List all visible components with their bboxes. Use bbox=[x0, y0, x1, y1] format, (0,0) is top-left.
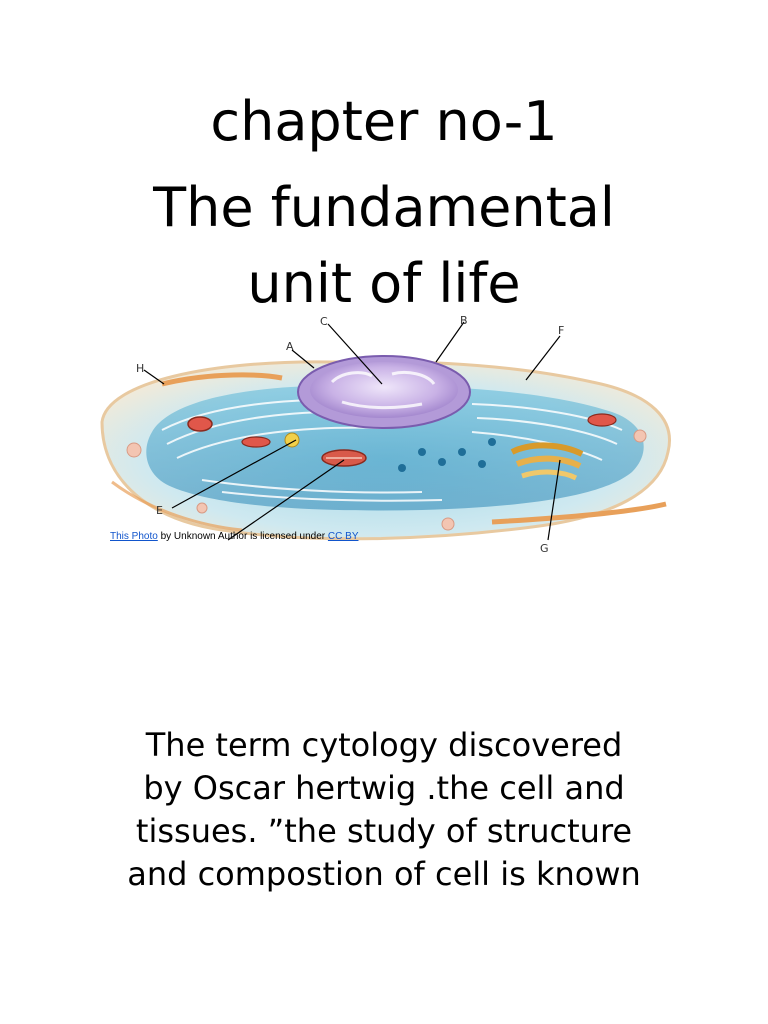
cytoskeleton-fiber-h bbox=[161, 372, 283, 387]
animal-cell-illustration: A B C E F G H bbox=[92, 312, 676, 560]
credit-text: by Unknown Author is licensed under bbox=[157, 531, 328, 542]
label-c: C bbox=[320, 315, 328, 328]
chapter-heading: chapter no-1 bbox=[210, 90, 558, 153]
golgi-apparatus bbox=[510, 442, 584, 481]
chapter-title-line-2: unit of life bbox=[247, 252, 521, 315]
image-credit: This Photo by Unknown Author is licensed… bbox=[110, 531, 358, 543]
mitochondrion-2 bbox=[187, 416, 213, 432]
mitochondrion-4 bbox=[587, 413, 617, 427]
label-a: A bbox=[286, 340, 294, 353]
label-h: H bbox=[136, 362, 144, 375]
chapter-title-line-1: The fundamental bbox=[153, 176, 615, 239]
body-paragraph: The term cytology discovered by Oscar he… bbox=[60, 724, 708, 896]
chapter-title: The fundamental unit of life bbox=[0, 170, 768, 322]
body-line-2: by Oscar hertwig .the cell and bbox=[143, 769, 625, 807]
license-link[interactable]: CC BY bbox=[327, 531, 359, 542]
label-e: E bbox=[156, 504, 163, 517]
body-line-3: tissues. ”the study of structure bbox=[135, 812, 633, 850]
body-line-1: The term cytology discovered bbox=[145, 726, 623, 764]
cell-diagram-svg: A B C E F G H bbox=[100, 314, 671, 555]
label-g: G bbox=[540, 542, 549, 555]
label-f: F bbox=[558, 324, 564, 337]
mitochondrion-3 bbox=[241, 436, 271, 448]
nucleus bbox=[310, 362, 458, 418]
body-line-4: and compostion of cell is known bbox=[127, 855, 641, 893]
photo-link[interactable]: This Photo bbox=[110, 531, 158, 542]
endoplasmic-reticulum bbox=[146, 385, 644, 511]
label-b: B bbox=[460, 314, 468, 327]
